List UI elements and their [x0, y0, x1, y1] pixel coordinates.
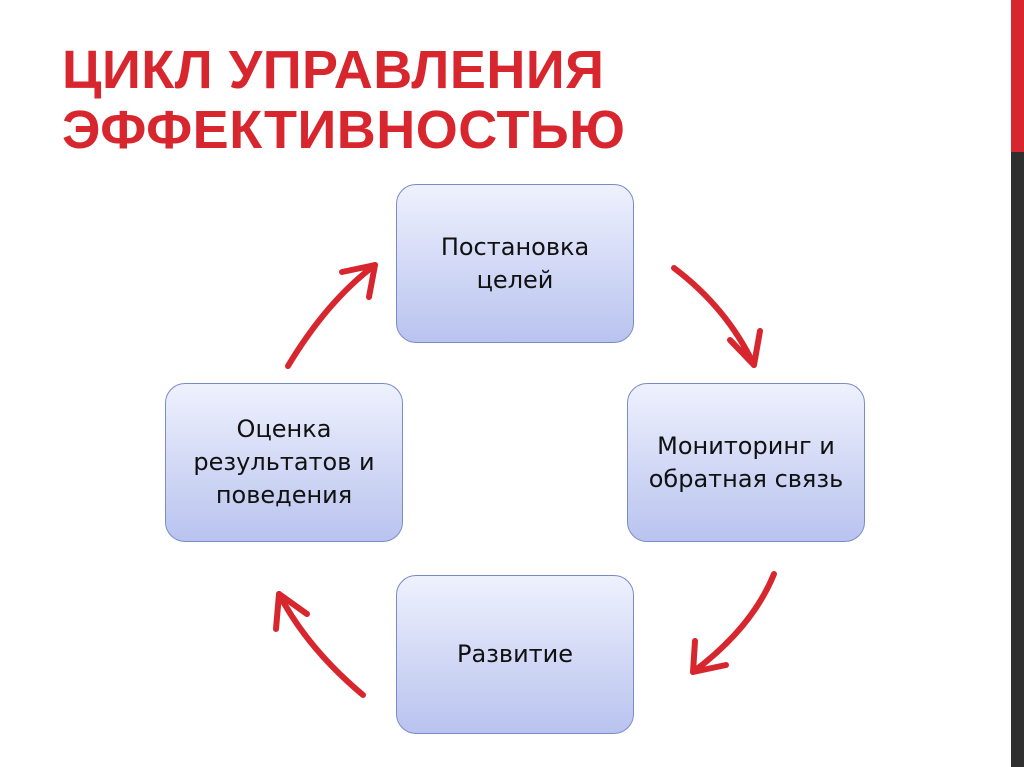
cycle-step-development: Развитие	[396, 575, 634, 734]
cycle-step-label: Постановка целей	[440, 232, 590, 294]
arrow-development-to-assessment-icon	[273, 591, 366, 698]
cycle-step-label: Мониторинг и обратная связь	[648, 431, 844, 493]
cycle-step-assessment: Оценка результатов и поведения	[165, 383, 403, 542]
cycle-step-label: Развитие	[456, 640, 574, 668]
cycle-step-goal-setting: Постановка целей	[396, 184, 634, 343]
side-bar-accent	[1011, 0, 1024, 152]
cycle-step-monitoring: Мониторинг и обратная связь	[627, 383, 865, 542]
side-bar	[1011, 0, 1024, 767]
arrow-goals-to-monitoring-icon	[671, 265, 763, 368]
title-line-2: ЭФФЕКТИВНОСТЬЮ	[62, 100, 626, 160]
cycle-step-label: Оценка результатов и поведения	[193, 415, 375, 509]
title-line-1: ЦИКЛ УПРАВЛЕНИЯ	[62, 40, 605, 100]
slide-title: ЦИКЛ УПРАВЛЕНИЯ ЭФФЕКТИВНОСТЬЮ	[62, 40, 625, 160]
arrow-assessment-to-goals-icon	[285, 262, 378, 369]
arrow-monitoring-to-development-icon	[690, 571, 777, 675]
